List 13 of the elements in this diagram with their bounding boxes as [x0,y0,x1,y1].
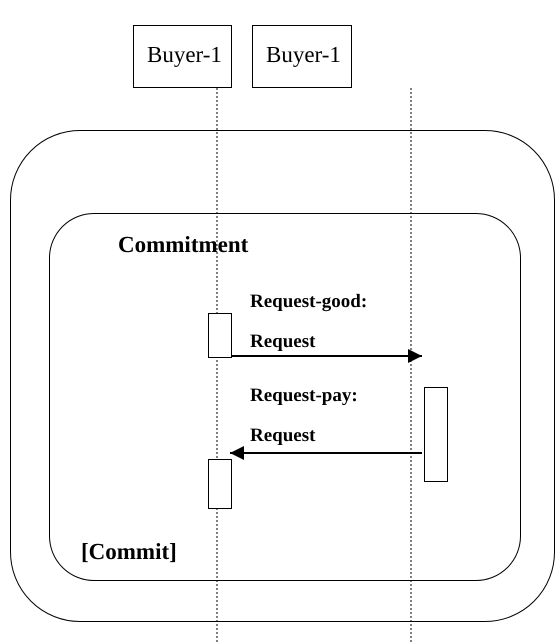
lifeline-header-box: Buyer-1 [252,25,352,88]
message-arrow [230,349,422,363]
message-label: Request-good: Request [250,290,368,354]
guard-condition: [Commit] [81,539,177,565]
fragment-title: Commitment [118,232,248,258]
message-arrow [230,446,422,460]
fragment-frame [49,213,521,581]
lifeline-header-box: Buyer-1 [133,25,232,88]
activation-bar [208,313,232,358]
frame-box [10,130,555,622]
activation-bar [424,387,448,482]
activation-bar [208,459,232,509]
message-label: Request-pay: Request [250,384,359,448]
